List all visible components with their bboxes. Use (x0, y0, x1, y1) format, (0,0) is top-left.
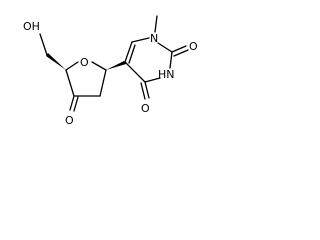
bond-c3-c4 (65, 69, 75, 97)
wedge-c4-ch2 (46, 53, 66, 70)
bond-c4-o-double (140, 82, 146, 100)
bond-ch2-oh (39, 33, 48, 56)
atom-label-ketone-o: O (65, 114, 74, 127)
bond-c2-n3 (169, 51, 173, 69)
atom-label-oh: OH (23, 20, 40, 33)
atom-label-n-methyl: N (150, 32, 158, 45)
wedge-c1-c5 (106, 61, 126, 70)
bond-c3-ketone-o-double (73, 96, 79, 112)
bond-c5-c6-double (128, 44, 136, 64)
bond-c6-n1 (131, 37, 150, 43)
atom-label-o-c2: O (189, 40, 198, 53)
bond-n1-c2 (157, 42, 173, 53)
bond-c4-c5 (124, 61, 146, 83)
bond-c1-c2 (99, 69, 107, 97)
bond-c2-o-double (173, 49, 189, 57)
bond-o1-c1 (91, 61, 107, 71)
bond-c3-ketone-o (69, 95, 75, 111)
bond-c4-o1 (65, 61, 79, 71)
bond-n1-methyl (154, 15, 158, 33)
bond-c4-o (144, 81, 150, 99)
bond-c5-c6 (124, 41, 133, 63)
molecule-canvas: OH O O N HN O O (0, 0, 215, 140)
molecule-structure: OH O O N HN O O (23, 15, 198, 127)
bond-n3-c4 (144, 77, 161, 83)
bond-c2-o (171, 45, 187, 53)
atom-label-ring-o: O (80, 56, 89, 69)
atom-label-nh: HN (158, 68, 175, 81)
atom-label-o-c4: O (141, 102, 150, 115)
